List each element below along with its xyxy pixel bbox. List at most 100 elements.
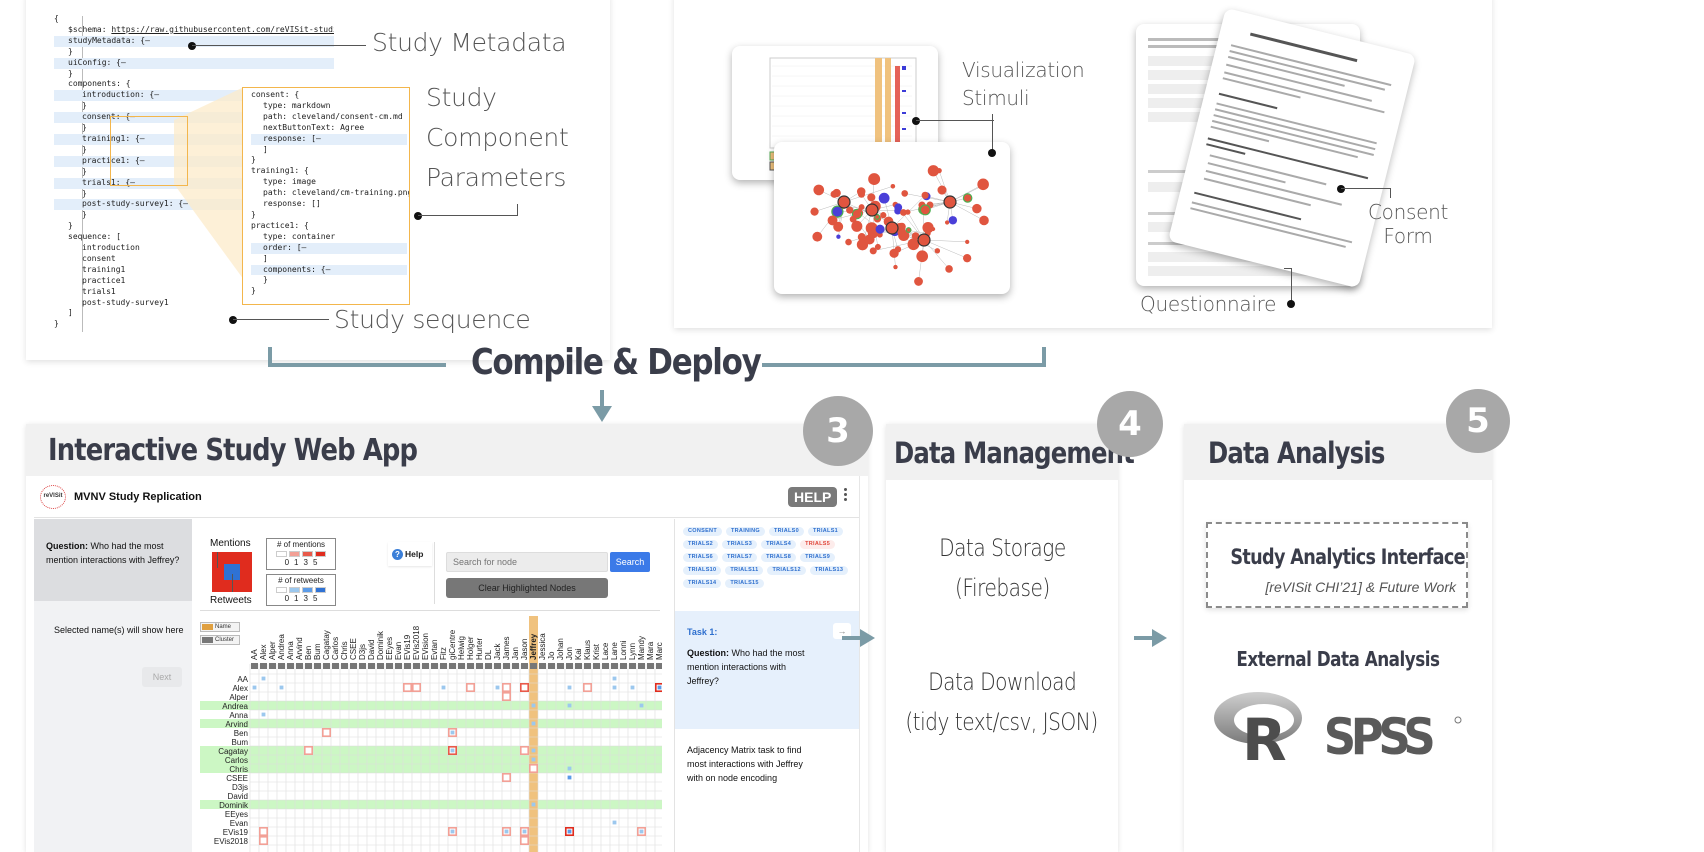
network-node xyxy=(857,208,862,213)
matrix-column-label: Jason xyxy=(520,639,529,660)
legend-number: 5 xyxy=(312,594,318,603)
legend-swatch xyxy=(276,587,287,593)
network-hub-node xyxy=(837,195,851,209)
clear-highlighted-nodes-button[interactable]: Clear Highlighted Nodes xyxy=(446,578,608,598)
trial-tag[interactable]: TRIALS15 xyxy=(725,579,764,588)
matrix-cell-retweets xyxy=(567,766,572,771)
matrix-column-label: Lace xyxy=(601,642,610,660)
trial-tag[interactable]: TRIALS10 xyxy=(683,566,722,575)
matrix-row-label: Cagatay xyxy=(218,747,248,756)
node-search-input[interactable] xyxy=(446,552,608,572)
external-analysis-title: External Data Analysis xyxy=(1184,646,1492,672)
study-analytics-interface-box: Study Analytics Interface [reVISit CHI’2… xyxy=(1206,522,1468,608)
consent-dot xyxy=(1337,185,1345,193)
column-sort-icon xyxy=(548,663,555,669)
matrix-column-highlight xyxy=(529,616,538,852)
matrix-row-label: Alper xyxy=(229,693,248,702)
more-options-icon[interactable] xyxy=(844,488,848,503)
network-node xyxy=(901,190,909,197)
network-node xyxy=(857,233,866,242)
matrix-cell-retweets xyxy=(630,685,635,690)
matrix-cell-mentions xyxy=(582,683,592,693)
matrix-column-label: Bum xyxy=(313,643,322,660)
legend-swatch xyxy=(315,551,326,557)
column-sort-icon xyxy=(629,663,636,669)
download-line: Data Download xyxy=(927,668,1077,696)
network-node xyxy=(846,206,854,214)
bracket-right-vertical xyxy=(1042,347,1046,367)
matrix-column-label: Johan xyxy=(556,638,565,660)
next-button[interactable]: Next xyxy=(142,667,182,687)
code-line: } xyxy=(68,221,73,231)
arrow-right-icon[interactable]: → xyxy=(833,623,851,639)
trial-tag[interactable]: TRAINING xyxy=(726,527,765,536)
code-line: training1 xyxy=(82,264,126,274)
matrix-row-highlight xyxy=(200,719,662,728)
trial-tag[interactable]: TRIALS14 xyxy=(683,579,722,588)
search-button[interactable]: Search xyxy=(610,552,650,572)
trial-tag[interactable]: TRIALS4 xyxy=(761,540,797,549)
step-badge-5: 5 xyxy=(1446,389,1510,453)
matrix-help-button[interactable]: ?Help xyxy=(388,542,432,566)
sort-by-cluster-button[interactable]: Cluster xyxy=(200,635,240,645)
trial-tag[interactable]: TRIALS13 xyxy=(809,566,849,575)
mentions-legend-label: Mentions xyxy=(210,538,251,549)
code-line: ] xyxy=(263,253,268,263)
matrix-row-highlight xyxy=(200,755,662,764)
matrix-cell-retweets xyxy=(657,685,662,690)
network-node xyxy=(965,239,970,244)
matrix-cell-retweets xyxy=(567,829,572,834)
column-sort-icon xyxy=(656,663,662,669)
trial-tag[interactable]: TRIALS3 xyxy=(722,540,758,549)
trial-tag[interactable]: TRIALS6 xyxy=(683,553,719,562)
questionnaire-dot xyxy=(1287,300,1295,308)
matrix-cell-retweets xyxy=(261,676,266,681)
trial-tag[interactable]: TRIALS5 xyxy=(800,540,836,549)
trial-tag[interactable]: TRIALS8 xyxy=(761,553,797,562)
divider xyxy=(200,610,660,611)
network-node xyxy=(812,231,823,242)
matrix-cell-retweets xyxy=(279,685,284,690)
column-sort-icon xyxy=(530,663,537,669)
matrix-row-highlight xyxy=(200,746,662,755)
data-analysis-title: Data Analysis xyxy=(1208,436,1385,470)
trial-tag[interactable]: TRIALS0 xyxy=(768,527,805,536)
callout-line: Visualization xyxy=(962,58,1085,82)
matrix-cell-retweets xyxy=(450,829,455,834)
network-node xyxy=(831,205,844,218)
legend-pointer xyxy=(217,552,218,568)
trial-tag[interactable]: TRIALS11 xyxy=(725,566,764,575)
trial-tag[interactable]: TRIALS1 xyxy=(808,527,844,536)
matrix-column-label: giCentre xyxy=(448,629,457,660)
column-sort-icon xyxy=(413,663,420,669)
network-node xyxy=(905,227,912,233)
network-node xyxy=(874,243,881,250)
trial-tag[interactable]: TRIALS12 xyxy=(767,566,806,575)
code-line: } xyxy=(251,286,256,296)
sequence-leader xyxy=(233,319,329,320)
column-sort-icon xyxy=(503,663,510,669)
task-description: Adjacency Matrix task to find most inter… xyxy=(687,745,803,783)
matrix-column-label: Evtan xyxy=(430,640,439,660)
callout-consent-form: Consent Form xyxy=(1368,200,1448,248)
trial-tag[interactable]: TRIALS9 xyxy=(800,553,836,562)
analytics-title: Study Analytics Interface xyxy=(1208,544,1466,570)
help-button[interactable]: HELP xyxy=(788,487,838,507)
trial-tag[interactable]: TRIALS7 xyxy=(722,553,758,562)
matrix-cell-retweets xyxy=(531,703,536,708)
trial-tag[interactable]: CONSENT xyxy=(683,527,722,536)
revisit-logo: reVISit xyxy=(40,485,66,509)
task-question: Question: Who had the most mention inter… xyxy=(687,646,805,688)
sort-by-name-button[interactable]: Name xyxy=(200,622,240,632)
network-node xyxy=(945,265,953,273)
trial-tag[interactable]: TRIALS2 xyxy=(683,540,719,549)
callout-visualization-stimuli: Visualization Stimuli xyxy=(962,56,1085,112)
network-node xyxy=(936,167,942,174)
network-node xyxy=(810,207,819,216)
